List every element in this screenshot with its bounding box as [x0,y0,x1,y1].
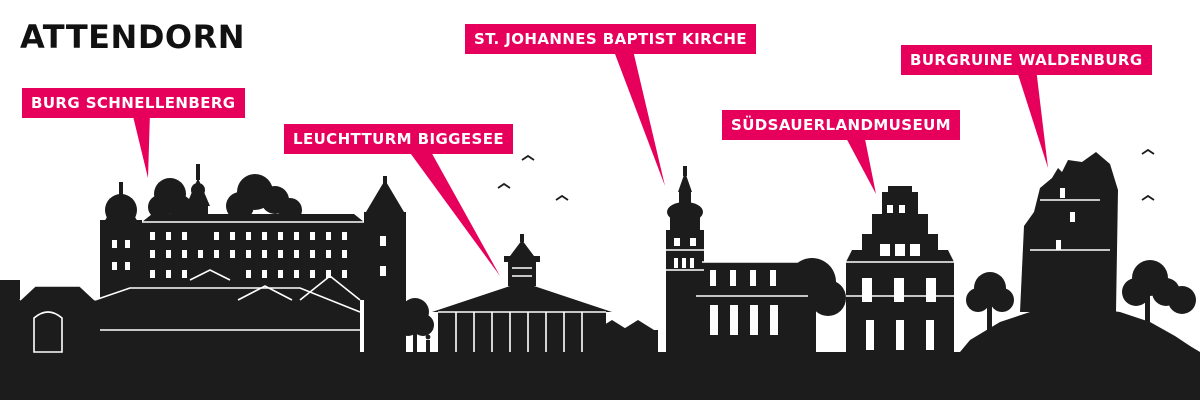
skyline-silhouette [0,152,1200,400]
label-burg-schnellenberg[interactable]: BURG SCHNELLENBERG [22,88,245,118]
birds [497,148,1155,201]
label-burgruine-waldenburg[interactable]: BURGRUINE WALDENBURG [901,45,1152,75]
label-suedsauerlandmuseum[interactable]: SÜDSAUERLANDMUSEUM [722,110,960,140]
label-st-johannes-baptist-kirche[interactable]: ST. JOHANNES BAPTIST KIRCHE [465,24,757,54]
callout-pointers [132,46,1048,276]
burg-schnellenberg [0,164,406,360]
burgruine-waldenburg [960,152,1200,352]
leuchtturm-biggesee [397,234,658,356]
windows [112,188,1075,350]
detail-lines [19,199,1110,353]
page-title: ATTENDORN [20,18,245,56]
label-leuchtturm-biggesee[interactable]: LEUCHTTURM BIGGESEE [284,124,514,154]
